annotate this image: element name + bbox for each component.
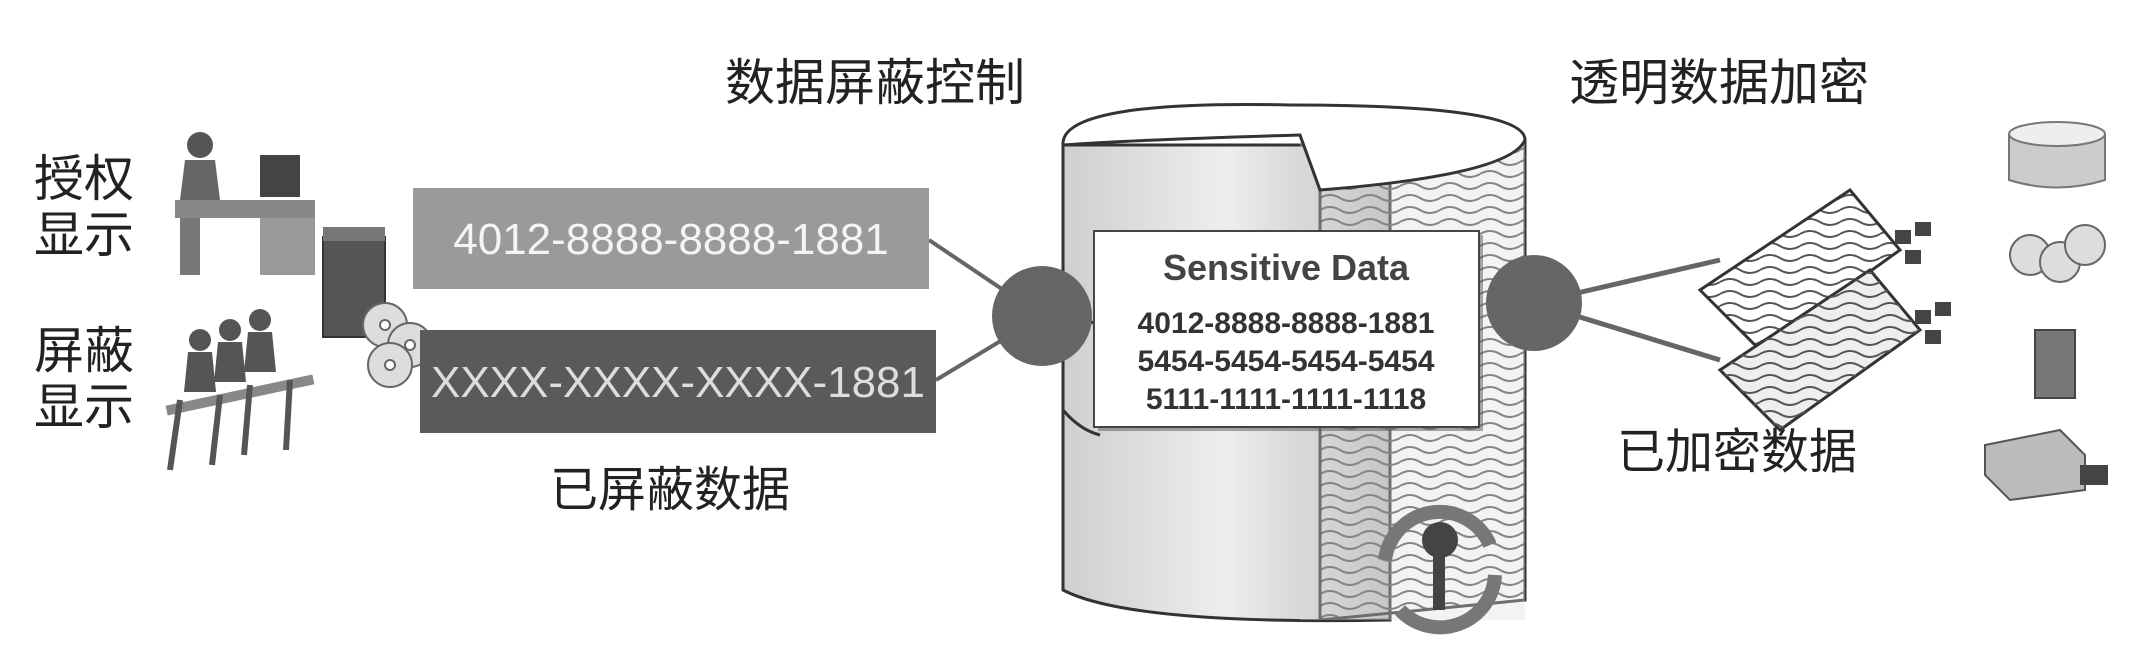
sensitive-row: 5111-1111-1111-1118 [1146, 383, 1426, 416]
cd-discs-icon [2009, 224, 2106, 283]
masking-node-icon [992, 266, 1092, 366]
clear-value: 4012-8888-8888-1881 [453, 215, 889, 264]
sensitive-row: 4012-8888-8888-1881 [1138, 307, 1435, 340]
authorized-display-label-2: 显示 [34, 206, 134, 264]
transparent-encryption-label: 透明数据加密 [1569, 54, 1869, 112]
authorized-display-label-1: 授权 [34, 150, 134, 208]
encrypted-file-icon [1697, 188, 1951, 432]
server-icon [2034, 329, 2076, 399]
sensitive-title: Sensitive Data [1163, 247, 1410, 288]
sensitive-data-card: Sensitive Data 4012-8888-8888-1881 5454-… [1093, 230, 1483, 431]
storage-icon [2008, 121, 2106, 189]
masking-control-label: 数据屏蔽控制 [725, 54, 1025, 112]
tape-drive-icon [1984, 428, 2108, 502]
masked-users-icon [165, 309, 315, 471]
masked-value: XXXX-XXXX-XXXX-1881 [431, 358, 925, 407]
clear-data-bar: 4012-8888-8888-1881 [413, 188, 929, 289]
masked-display-label-2: 显示 [34, 378, 134, 436]
masked-data-label: 已屏蔽数据 [550, 462, 790, 518]
sensitive-row: 5454-5454-5454-5454 [1138, 345, 1435, 378]
key-rotation-icon [1378, 504, 1502, 635]
masked-data-bar: XXXX-XXXX-XXXX-1881 [420, 330, 936, 433]
authorized-user-icon [175, 132, 315, 275]
masked-display-label-1: 屏蔽 [34, 322, 134, 380]
encryption-node-icon [1486, 255, 1582, 351]
encrypted-data-label: 已加密数据 [1617, 424, 1857, 480]
